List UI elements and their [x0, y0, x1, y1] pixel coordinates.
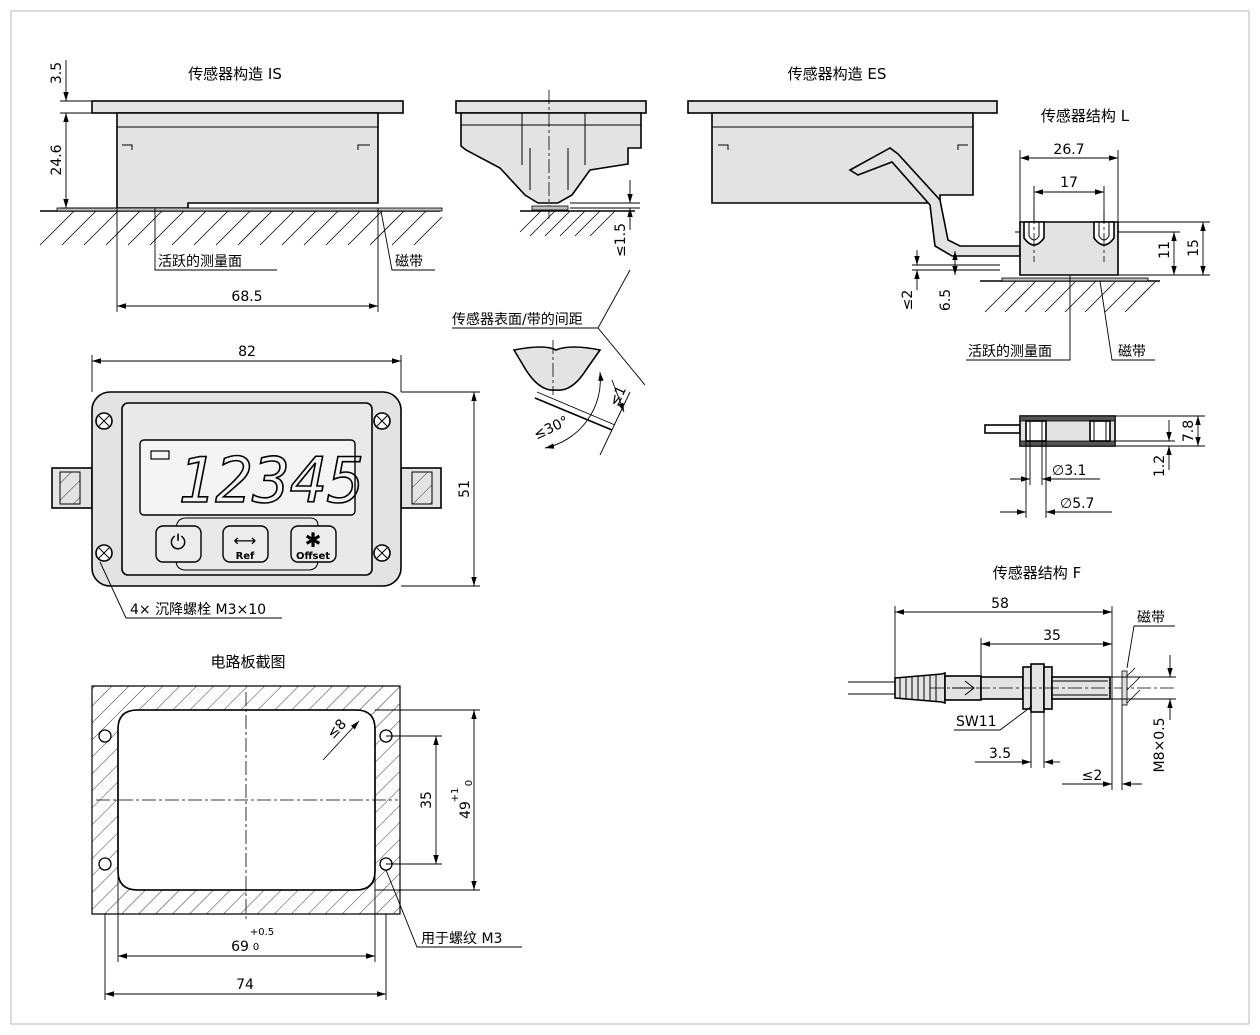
sensor-side-view: ≤1.5 — [455, 90, 647, 257]
dim-gap-1-5: ≤1.5 — [613, 223, 629, 257]
sensor-l-title: 传感器结构 L — [1041, 107, 1130, 125]
gap-detail-sensor-tip — [512, 346, 602, 391]
sensor-is-view: 传感器构造 IS 3.5 24.6 活跃的测量面 磁带 — [39, 60, 443, 312]
dim-pcb-radius: ≤8 — [324, 716, 350, 742]
sensor-es-title: 传感器构造 ES — [788, 65, 887, 83]
dim-pcb-69-tol-up: +0.5 — [250, 927, 274, 938]
corner-screws — [95, 412, 391, 562]
sensor-is-ground-hatch — [39, 210, 443, 246]
dim-l-dia-3-1: ∅3.1 — [1052, 463, 1086, 479]
dim-pcb-49-tol-lo: 0 — [464, 780, 475, 786]
dim-pcb-74: 74 — [236, 977, 254, 993]
dim-is-24-6: 24.6 — [49, 144, 65, 175]
screws-label: 4× 沉降螺栓 M3×10 — [130, 602, 266, 618]
offset-button[interactable]: ✱ Offset — [290, 525, 337, 563]
dim-l-1-2: 1.2 — [1152, 455, 1168, 477]
sensor-f-grip — [899, 675, 937, 701]
dim-f-58: 58 — [991, 596, 1009, 612]
gap-note-label: 传感器表面/带的间距 — [452, 311, 583, 328]
side-view-flange — [455, 100, 647, 114]
drawing-frame — [10, 10, 1250, 1025]
dim-l-7-8: 7.8 — [1181, 420, 1197, 442]
sensor-f-tape-hatch — [1126, 667, 1141, 704]
dim-l-2: ≤2 — [900, 290, 916, 311]
dim-angle-30: ≤30° — [531, 413, 571, 443]
ref-button[interactable]: ⟷ Ref — [222, 525, 269, 563]
display-front-view: 82 51 12345 ⏻ ⟷ Ref ✱ — [51, 344, 480, 619]
dim-pcb-69: 69 — [231, 939, 249, 955]
sensor-f-view: 传感器结构 F 58 35 SW11 — [848, 564, 1176, 790]
sensor-f-cable-gland — [894, 671, 946, 705]
pcb-cutout-opening — [117, 709, 376, 891]
sensor-es-flange — [687, 100, 998, 114]
sensor-f-tape-label: 磁带 — [1137, 610, 1165, 626]
l-tape-label: 磁带 — [1118, 344, 1146, 360]
dim-l-26-7: 26.7 — [1053, 142, 1084, 158]
l-active-surface-label: 活跃的测量面 — [968, 344, 1052, 360]
dim-pcb-49: 49 — [458, 801, 474, 819]
lcd-digits: 12345 — [178, 444, 365, 517]
sensor-l-ground-hatch — [984, 280, 1157, 313]
dim-gap-1: ≤1 — [607, 384, 630, 409]
dim-pcb-49-tol-up: +1 — [450, 788, 461, 803]
sensor-is-title: 传感器构造 IS — [188, 65, 282, 83]
ref-button-label: Ref — [236, 551, 255, 562]
gap-detail: 传感器表面/带的间距 ≤1 ≤30° — [452, 269, 646, 456]
dim-l-15: 15 — [1186, 239, 1202, 257]
sensor-es-view: 传感器构造 ES — [687, 65, 1021, 257]
power-button[interactable]: ⏻ — [155, 525, 202, 563]
ref-arrows-icon: ⟷ — [234, 531, 257, 550]
side-view-housing — [460, 112, 642, 204]
is-tape-label: 磁带 — [395, 254, 423, 270]
pcb-cutout-view: 电路板截图 ≤8 35 49 +1 0 用于螺纹 M3 69 +0.5 0 — [91, 653, 522, 1000]
dim-f-35: 35 — [1043, 628, 1061, 644]
dim-front-82: 82 — [238, 344, 256, 360]
dim-l-11: 11 — [1157, 241, 1173, 259]
dim-is-3-5: 3.5 — [49, 62, 65, 84]
dim-pcb-69-tol-lo: 0 — [253, 942, 259, 953]
side-view-ground-hatch — [519, 210, 616, 237]
sensor-l-view: 传感器结构 L 26.7 17 11 15 — [900, 107, 1210, 361]
dim-l-dia-5-7: ∅5.7 — [1060, 496, 1094, 512]
sensor-is-flange — [91, 100, 404, 114]
dim-l-17: 17 — [1060, 175, 1078, 191]
lcd-battery-icon — [150, 450, 170, 460]
thread-label: 用于螺纹 M3 — [421, 931, 502, 947]
is-active-surface-label: 活跃的测量面 — [158, 254, 242, 270]
dim-f-3-5: 3.5 — [989, 746, 1011, 762]
sensor-f-title: 传感器结构 F — [993, 564, 1081, 582]
dim-front-51: 51 — [457, 480, 473, 498]
lcd-window — [139, 439, 356, 516]
dim-l-6-5: 6.5 — [938, 289, 954, 311]
power-icon: ⏻ — [170, 530, 186, 554]
offset-button-label: Offset — [296, 551, 330, 562]
dim-f-thread: M8×0.5 — [1152, 718, 1168, 773]
dim-f-2: ≤2 — [1082, 768, 1103, 784]
sensor-f-sw-label: SW11 — [956, 714, 997, 730]
asterisk-icon: ✱ — [305, 528, 322, 552]
sensor-l-section: 7.8 1.2 ∅3.1 ∅5.7 — [984, 415, 1205, 518]
section-cable — [984, 424, 1021, 434]
dim-pcb-35: 35 — [419, 791, 435, 809]
pcb-cutout-title: 电路板截图 — [210, 653, 285, 671]
dim-is-68-5: 68.5 — [231, 289, 262, 305]
